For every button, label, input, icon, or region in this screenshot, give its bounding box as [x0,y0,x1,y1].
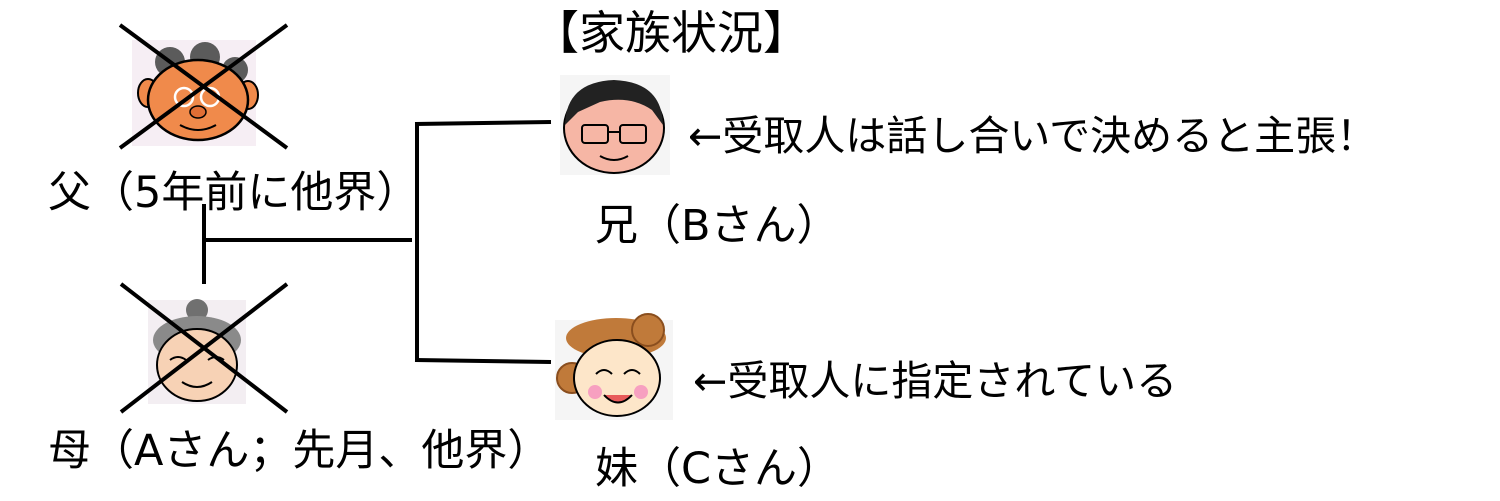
brother-note: ←受取人は話し合いで決めると主張！ [688,112,1378,160]
mother-label: 母（Aさん；先月、他界） [48,426,551,476]
sister-note: ←受取人に指定されている [693,357,1178,405]
mother-deceased-cross [119,282,289,414]
diagram-title: 【家族状況】 [533,6,809,60]
father-deceased-cross [118,23,289,150]
sister-label: 妹（Cさん） [595,444,841,494]
brother-icon [560,75,670,175]
father-label: 父（5年前に他界） [48,168,420,218]
family-tree-lines [202,120,552,364]
father-icon [132,40,259,146]
brother-label: 兄（Bさん） [595,201,840,251]
sister-icon [555,313,673,420]
